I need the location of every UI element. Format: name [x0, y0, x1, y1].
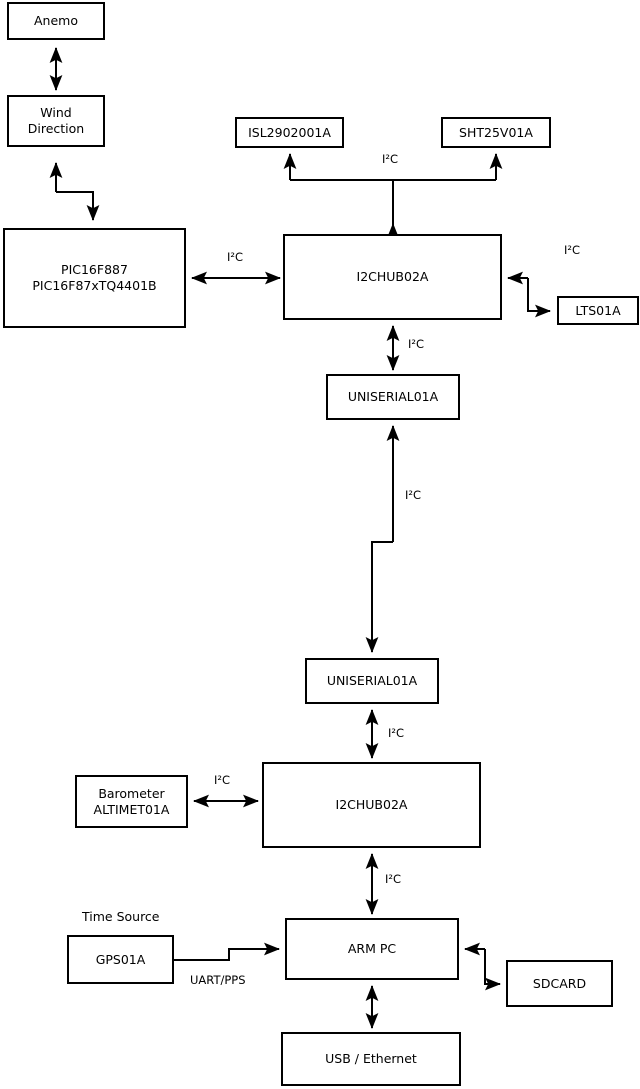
node-isl2902001a[interactable]: ISL2902001A [235, 117, 344, 148]
edge-label-i2c-hubtop-uniserial: I²C [408, 337, 425, 351]
connector-hubtop-sensors [283, 153, 503, 239]
node-uniserial01a-bottom-label: UNISERIAL01A [326, 673, 418, 689]
node-arm-pc-label: ARM PC [347, 941, 397, 957]
node-pic-mcu[interactable]: PIC16F887 PIC16F87xTQ4401B [3, 228, 186, 328]
edge-label-uart-pps: UART/PPS [190, 973, 246, 987]
node-lts01a[interactable]: LTS01A [557, 296, 639, 325]
node-uniserial01a-top[interactable]: UNISERIAL01A [326, 374, 460, 420]
node-isl2902001a-label: ISL2902001A [248, 124, 331, 140]
node-wind-direction[interactable]: Wind Direction [7, 95, 105, 147]
node-i2chub02a-bottom-label: I2CHUB02A [335, 797, 408, 813]
node-anemo-label: Anemo [34, 13, 78, 29]
connector-hubtop-lts [507, 271, 551, 318]
edge-label-i2c-uniserial-hubbot: I²C [388, 726, 405, 740]
node-sdcard[interactable]: SDCARD [506, 960, 613, 1007]
connector-pic-wind [49, 162, 100, 221]
node-anemo[interactable]: Anemo [7, 2, 105, 40]
node-i2chub02a-bottom[interactable]: I2CHUB02A [262, 762, 481, 848]
node-sdcard-label: SDCARD [532, 975, 587, 991]
connector-gps-armpc [174, 942, 280, 961]
connector-uniserial-link [365, 425, 400, 653]
node-barometer[interactable]: Barometer ALTIMET01A [75, 775, 188, 828]
connector-armpc-sdcard [464, 942, 501, 991]
node-i2chub02a-top-label: I2CHUB02A [356, 269, 429, 285]
node-i2chub02a-top[interactable]: I2CHUB02A [283, 234, 502, 320]
node-gps01a[interactable]: GPS01A [67, 935, 174, 984]
edge-label-i2c-hubtop-sensors: I²C [382, 152, 399, 166]
node-sht25v01a[interactable]: SHT25V01A [441, 117, 551, 148]
node-sht25v01a-label: SHT25V01A [459, 124, 533, 140]
node-usb-ethernet-label: USB / Ethernet [325, 1051, 417, 1067]
edge-label-i2c-uniserial-link: I²C [405, 488, 422, 502]
label-time-source: Time Source [82, 909, 160, 924]
node-uniserial01a-top-label: UNISERIAL01A [347, 389, 439, 405]
node-usb-ethernet[interactable]: USB / Ethernet [281, 1032, 461, 1086]
edge-label-i2c-barometer-hubbot: I²C [214, 773, 231, 787]
node-arm-pc[interactable]: ARM PC [285, 918, 459, 980]
edge-label-i2c-hubtop-lts: I²C [564, 243, 581, 257]
node-lts01a-label: LTS01A [575, 302, 621, 318]
edge-label-i2c-hubbot-armpc: I²C [385, 872, 402, 886]
node-wind-direction-label: Wind Direction [27, 105, 85, 136]
node-gps01a-label: GPS01A [95, 951, 146, 967]
node-barometer-label: Barometer ALTIMET01A [93, 785, 170, 817]
node-uniserial01a-bottom[interactable]: UNISERIAL01A [305, 658, 439, 704]
node-pic-mcu-label: PIC16F887 PIC16F87xTQ4401B [32, 262, 157, 293]
edge-label-i2c-pic-hubtop: I²C [227, 250, 244, 264]
